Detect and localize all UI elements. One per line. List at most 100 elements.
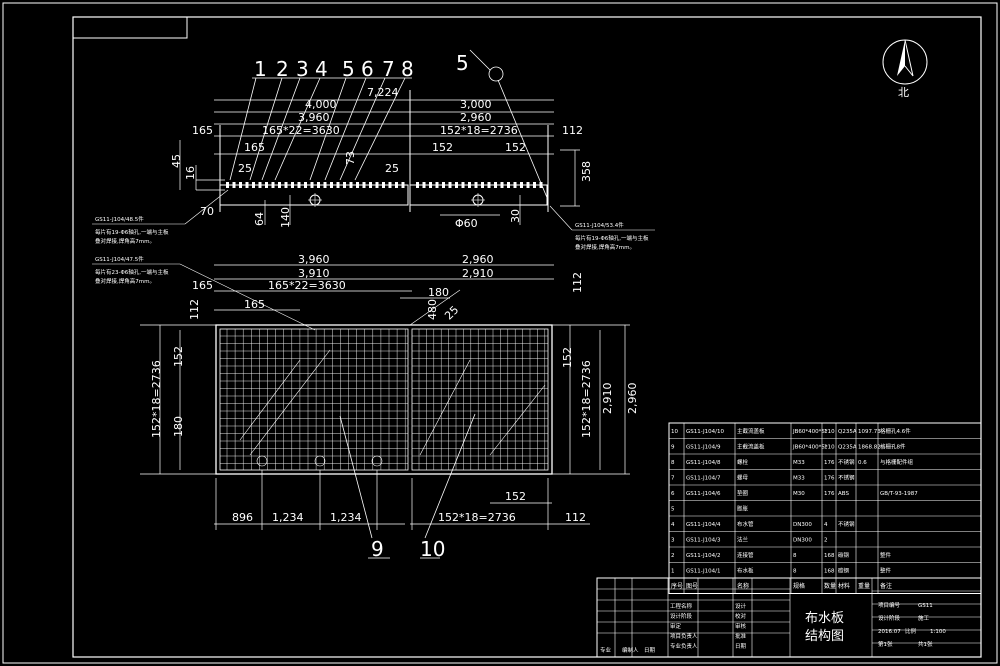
dim-140: 140: [279, 207, 292, 228]
bom-cell: 6: [671, 491, 675, 497]
tb-proj-no: GS11: [918, 603, 933, 609]
bom-header: 规格: [793, 582, 805, 590]
dim-25b: 25: [385, 162, 399, 175]
tb-left-label: 工程名称: [670, 602, 693, 610]
bom-cell: 法兰: [737, 536, 749, 544]
bom-cell: 不锈钢: [838, 520, 855, 528]
tb-stage: 施工: [918, 614, 930, 622]
plan-dim-112-top: 112: [571, 272, 584, 293]
bom-cell: 8: [793, 553, 797, 559]
callout-9: 9: [371, 537, 384, 561]
bom-cell: GS11-J104/2: [686, 553, 721, 559]
distribution-notches: [226, 182, 543, 188]
tb-scale-label: 比例: [905, 627, 917, 635]
dim-165x22: 165*22=3630: [262, 124, 340, 137]
callout-7: 7: [382, 57, 395, 81]
bom-cell: 5: [671, 507, 675, 513]
bom-cell: 布水管: [737, 520, 754, 528]
bom-cell: 膨胀: [737, 505, 749, 513]
note1-ref: GS11-J104/48.5件: [95, 215, 144, 223]
plan-dim-165: 165: [192, 279, 213, 292]
dim-112: 112: [562, 124, 583, 137]
bom-cell: 螺栓: [737, 458, 749, 466]
callout-4: 4: [315, 57, 328, 81]
bom-cell: GS11-J104/10: [686, 429, 725, 435]
plan-dim-112-left: 112: [188, 299, 201, 320]
bom-cell: 不锈钢: [838, 458, 855, 466]
bom-cell: GS11-J104/7: [686, 476, 721, 482]
dim-4000: 4,000: [305, 98, 337, 111]
bom-cell: M33: [793, 476, 805, 482]
plan-dim-1234b: 1,234: [330, 511, 362, 524]
plan-dim-2960: 2,960: [462, 253, 494, 266]
note1-line2: 叠对焊接,焊角高7mm。: [95, 237, 155, 245]
tb-sign-label: 批准: [735, 632, 747, 640]
bom-header: 名称: [737, 582, 749, 590]
plan-dim-165x22: 165*22=3630: [268, 279, 346, 292]
callout-2: 2: [276, 57, 289, 81]
bom-cell: M33: [793, 460, 805, 466]
bom-header: 重量: [858, 582, 870, 590]
dim-sub-152a: 152: [432, 141, 453, 154]
bom-cell: GB/T-93-1987: [880, 491, 918, 497]
dim-358: 358: [580, 161, 593, 182]
bom-cell: Q235A: [838, 445, 857, 451]
grid-mesh: [220, 329, 548, 470]
tb-sign-label: 校对: [735, 612, 747, 620]
plan-dim-152x18-right: 152*18=2736: [580, 360, 593, 438]
tb-sign-label: 审核: [735, 622, 747, 630]
dim-sub-165: 165: [244, 141, 265, 154]
bom-cell: JB60*400*5*10: [792, 429, 835, 435]
bom-cell: 176: [824, 491, 835, 497]
bom-cell: GS11-J104/1: [686, 569, 721, 575]
bom-cell: GS11-J104/4: [686, 522, 721, 528]
bom-cell: M30: [793, 491, 805, 497]
note2-line2: 叠对焊接,焊角高7mm。: [95, 277, 155, 285]
dim-70: 70: [200, 205, 214, 218]
plan-dim-sub-165: 165: [244, 298, 265, 311]
bom-cell: 8: [793, 569, 797, 575]
bom-cell: ABS: [838, 491, 849, 497]
bom-cell: 整件: [880, 551, 892, 559]
bom-cell: 0.6: [858, 460, 867, 466]
bom-cell: 7: [671, 476, 675, 482]
note3-line1: 每片有19-Φ6轴孔,一端与主板: [575, 234, 649, 242]
plan-dim-152x18-bottom: 152*18=2736: [438, 511, 516, 524]
dim-3960: 3,960: [298, 111, 330, 124]
plan-dim-112-bottom: 112: [565, 511, 586, 524]
plan-dim-180-left: 180: [172, 416, 185, 437]
callout-10: 10: [420, 537, 445, 561]
bom-cell: 不锈钢: [838, 474, 855, 482]
bom-cell: Q235A: [838, 429, 857, 435]
dim-64: 64: [253, 212, 266, 226]
bom-header: 备注: [880, 582, 892, 590]
callout-leaders: [229, 49, 549, 559]
plan-dim-480: 480: [426, 299, 439, 320]
callout-1: 1: [254, 57, 267, 81]
dim-30: 30: [509, 209, 522, 223]
plan-dim-2960-vert: 2,960: [626, 383, 639, 415]
bom-cell: GS11-J104/3: [686, 538, 721, 544]
tb-left-label: 项目负责人: [670, 632, 698, 640]
plan-dim-1234a: 1,234: [272, 511, 304, 524]
tb-proj-label: 项目编号: [878, 601, 901, 609]
note1-line1: 每片有19-Φ6轴孔,一端与主板: [95, 228, 169, 236]
note2-line1: 每片有23-Φ6轴孔,一端与主板: [95, 268, 169, 276]
bom-cell: 2: [824, 538, 828, 544]
plan-dim-2910: 2,910: [462, 267, 494, 280]
bom-cell: 主截流盖板: [737, 427, 765, 435]
callout-3: 3: [296, 57, 309, 81]
bom-cell: 1868.82: [858, 445, 881, 451]
tb-stage-label: 设计阶段: [878, 614, 901, 622]
bom-cell: 176: [824, 460, 835, 466]
tb-left-label: 专业负责人: [670, 642, 698, 650]
drawing-title-line2: 结构图: [805, 629, 844, 644]
tb-sign-label: 日期: [735, 643, 747, 650]
dim-165: 165: [192, 124, 213, 137]
bom-cell: 碳钢: [838, 567, 850, 575]
bom-cell: JB60*400*5*10: [792, 445, 835, 451]
dim-16: 16: [184, 166, 197, 180]
plan-view: 3,960 2,960 3,910 2,910 165 165*22=3630 …: [140, 253, 639, 530]
